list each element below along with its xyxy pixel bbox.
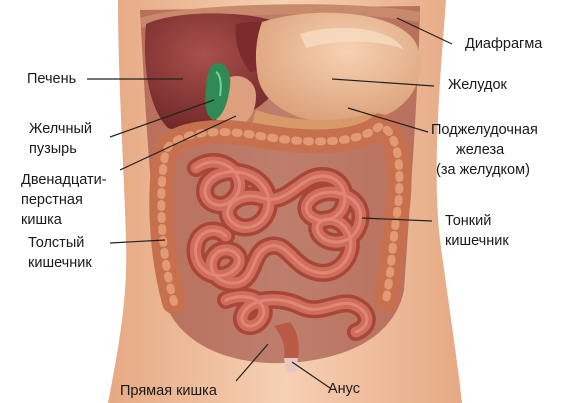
label-pancreas-line2: железа [431, 140, 538, 160]
label-pancreas: Поджелудочная железа (за желудком) [431, 120, 538, 180]
label-rectum: Прямая кишка [120, 381, 217, 401]
label-pancreas-line3: (за желудком) [431, 160, 538, 180]
label-liver: Печень [27, 69, 76, 89]
label-anus: Анус [328, 379, 360, 399]
label-pancreas-line1: Поджелудочная [431, 120, 538, 140]
label-gallbladder: Желчный пузырь [29, 119, 92, 159]
label-small-intestine-line2: кишечник [445, 231, 509, 251]
label-duodenum-line3: кишка [21, 210, 107, 230]
label-large-intestine-line1: Толстый [28, 233, 92, 253]
label-diaphragm: Диафрагма [465, 34, 542, 54]
label-gallbladder-line1: Желчный [29, 119, 92, 139]
label-small-intestine: Тонкий кишечник [445, 211, 509, 251]
label-duodenum: Двенадцати- перстная кишка [21, 170, 107, 230]
label-large-intestine: Толстый кишечник [28, 233, 92, 273]
label-large-intestine-line2: кишечник [28, 253, 92, 273]
label-small-intestine-line1: Тонкий [445, 211, 509, 231]
label-stomach: Желудок [448, 75, 507, 95]
label-gallbladder-line2: пузырь [29, 139, 92, 159]
label-duodenum-line1: Двенадцати- [21, 170, 107, 190]
label-duodenum-line2: перстная [21, 190, 107, 210]
